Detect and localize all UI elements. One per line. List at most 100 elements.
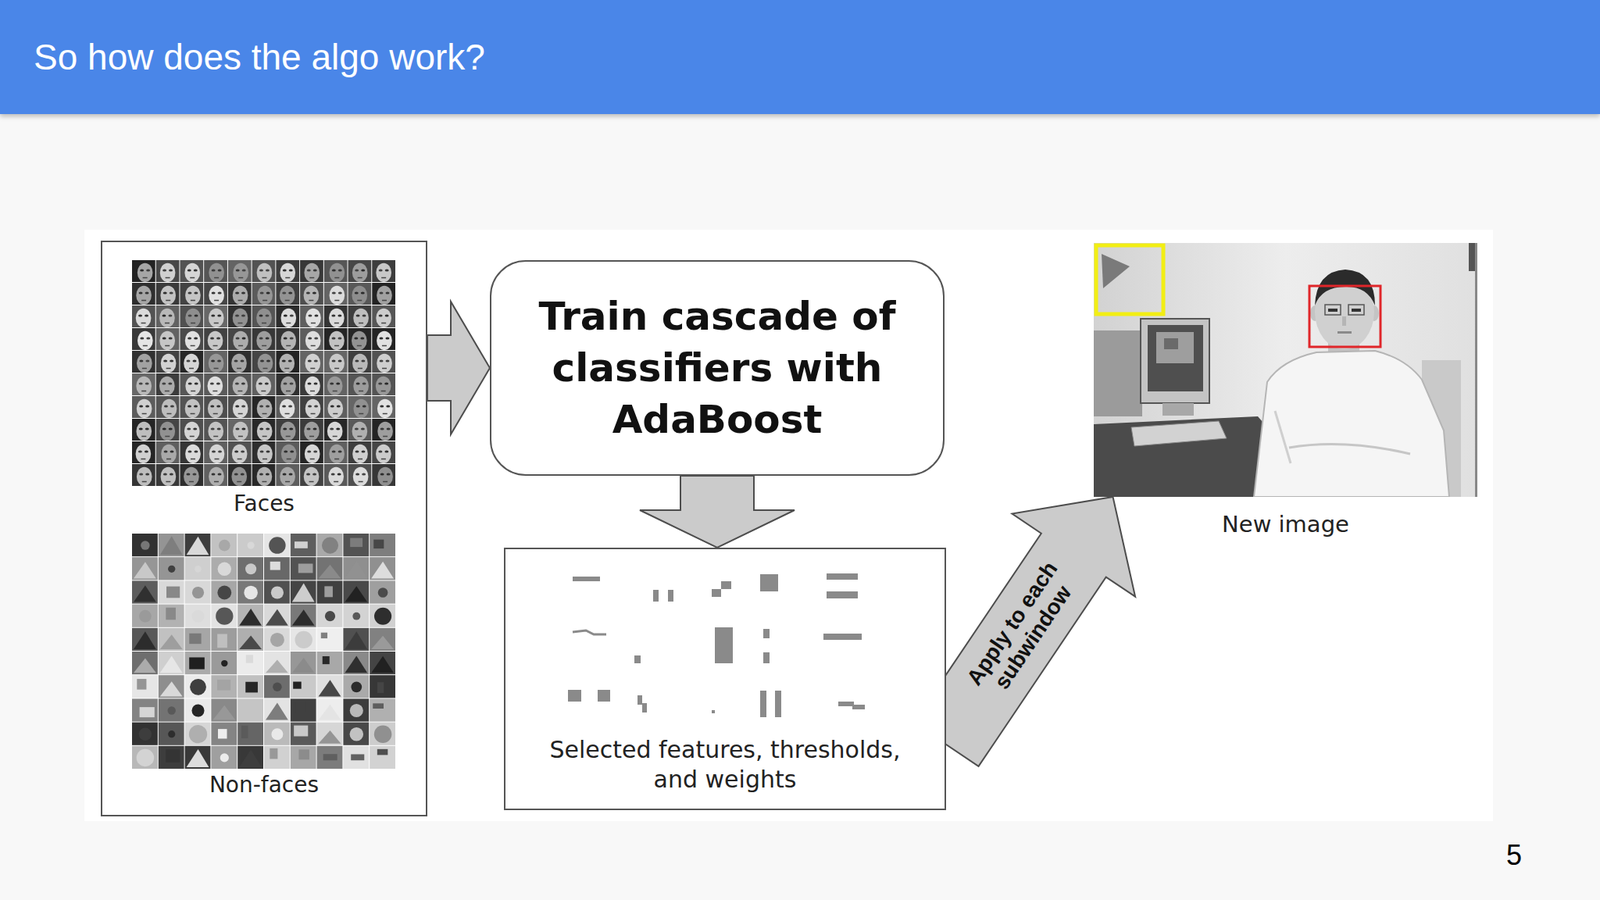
nonface-tile	[158, 698, 185, 722]
eye	[332, 269, 336, 272]
eye	[337, 314, 342, 318]
texture-shape	[293, 725, 308, 737]
nonface-tile	[237, 675, 264, 698]
eye	[192, 360, 197, 363]
nonface-tile	[132, 722, 158, 746]
eye	[240, 360, 245, 363]
face-tile	[324, 396, 348, 418]
eye	[162, 269, 167, 272]
face	[185, 444, 201, 464]
eye	[216, 382, 221, 386]
face	[232, 331, 249, 350]
nonface-tile	[369, 675, 396, 698]
face	[160, 444, 177, 464]
image-caption: New image	[1093, 510, 1478, 538]
face-tile	[132, 328, 156, 350]
face-tile	[348, 396, 372, 418]
eye	[331, 314, 336, 318]
texture-shape	[324, 585, 333, 597]
eye	[283, 450, 288, 454]
feature	[852, 704, 865, 710]
face	[232, 308, 249, 328]
nonface-tile	[210, 557, 237, 580]
eye	[336, 405, 341, 408]
face	[231, 353, 247, 373]
texture-shape	[189, 633, 201, 644]
face	[232, 399, 249, 418]
nonface-tile	[158, 746, 185, 769]
shirt	[1253, 350, 1450, 497]
mouth	[262, 367, 268, 370]
mouth	[214, 367, 219, 370]
eye	[288, 292, 293, 295]
mouth	[236, 367, 242, 370]
face	[207, 421, 224, 441]
eye	[145, 405, 150, 408]
mouth	[382, 367, 387, 370]
face-tile	[252, 282, 276, 305]
texture-shape	[133, 561, 157, 579]
face-tile	[275, 350, 300, 373]
eye	[146, 269, 150, 272]
face-tile	[252, 373, 276, 396]
face	[280, 421, 297, 441]
eye	[331, 337, 336, 340]
face-tile	[300, 282, 324, 305]
face	[185, 399, 201, 418]
face	[257, 353, 274, 373]
texture-shape	[160, 535, 183, 555]
face-tile	[252, 260, 276, 283]
texture-shape	[186, 536, 210, 555]
eye	[266, 450, 271, 454]
eye	[241, 314, 246, 318]
face-tile	[324, 282, 348, 305]
nonface-tile	[264, 533, 290, 557]
texture-shape	[215, 607, 233, 625]
eye	[241, 428, 246, 431]
nonface-tile	[317, 580, 343, 604]
nonface-tile	[237, 533, 264, 557]
nonface-tile	[158, 533, 185, 557]
mouth	[382, 300, 387, 302]
face	[135, 421, 152, 441]
texture-shape	[194, 565, 202, 573]
texture-shape	[139, 610, 152, 623]
eye	[259, 428, 264, 431]
face	[352, 421, 368, 441]
eye	[360, 337, 365, 340]
texture-shape	[247, 542, 255, 550]
face	[159, 376, 175, 396]
eye	[360, 292, 365, 295]
face	[280, 376, 297, 396]
eye	[312, 428, 317, 431]
eye	[240, 473, 245, 476]
mouth	[236, 481, 242, 483]
nonface-tile	[158, 722, 185, 746]
eye	[259, 337, 264, 340]
feature	[597, 689, 611, 702]
nonface-tile	[132, 628, 158, 651]
nonface-tile	[132, 604, 158, 628]
texture-shape	[350, 538, 363, 548]
eye	[162, 428, 167, 431]
nonface-tile	[185, 533, 211, 557]
mouth	[310, 367, 315, 370]
face	[303, 467, 320, 486]
eye	[329, 428, 334, 431]
texture-shape	[292, 682, 302, 690]
feature	[567, 689, 582, 702]
keyboard	[1131, 421, 1227, 447]
texture-shape	[325, 610, 336, 622]
eye	[187, 292, 192, 295]
eye	[378, 292, 383, 295]
nonface-tile	[185, 604, 211, 628]
face-tile	[156, 305, 180, 328]
face	[232, 376, 249, 396]
eye	[186, 428, 191, 431]
mouth	[213, 435, 218, 438]
nonface-tile	[210, 604, 237, 628]
nonface-tile	[369, 580, 396, 604]
face-tile	[275, 464, 300, 486]
face	[207, 331, 224, 350]
eye	[163, 360, 168, 363]
